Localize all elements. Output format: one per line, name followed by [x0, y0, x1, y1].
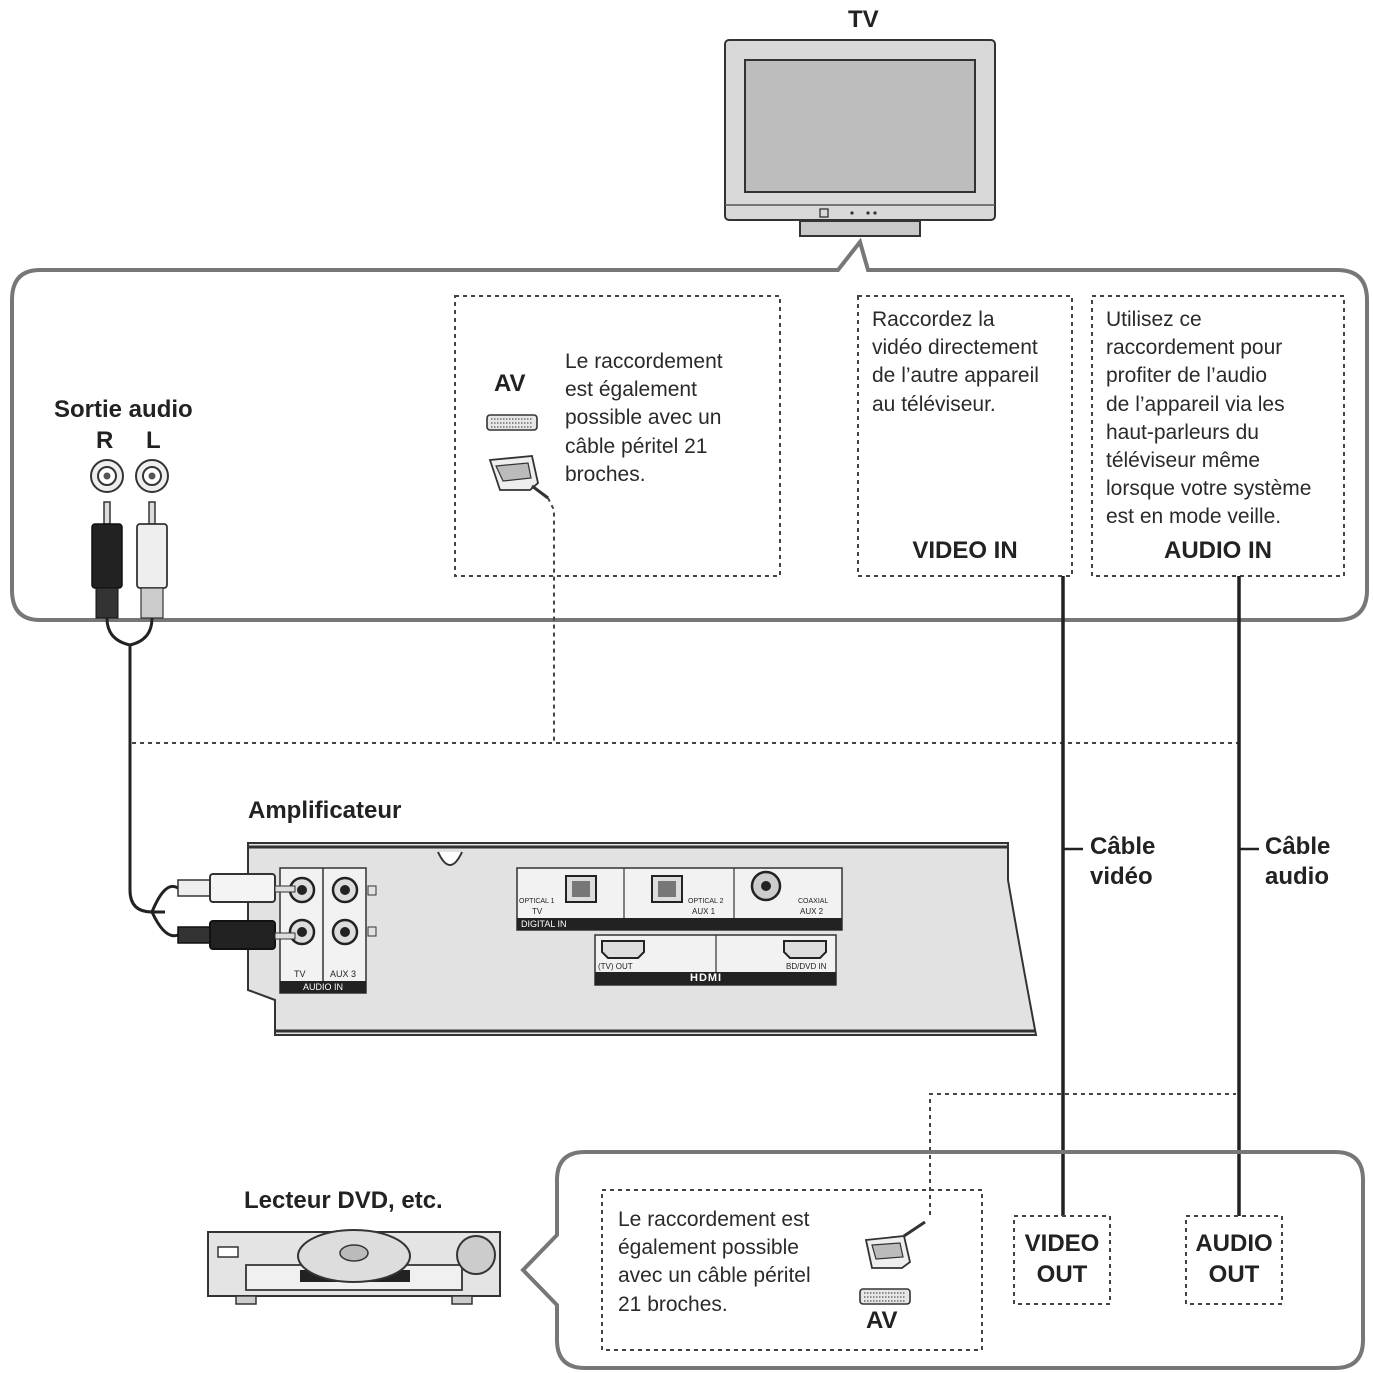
amplifier-icon — [177, 842, 1038, 1036]
av-label: AV — [494, 370, 526, 397]
aux1-label: AUX 1 — [692, 907, 716, 916]
video-in-label: VIDEO IN — [912, 537, 1018, 564]
rca-plug-white-icon — [136, 501, 168, 619]
amplifier-label: Amplificateur — [248, 797, 402, 824]
dvd-scart-plug-icon — [864, 1220, 926, 1269]
dvd-player-label: Lecteur DVD, etc. — [244, 1187, 443, 1214]
scart-dotted-link — [547, 497, 555, 743]
dvd-av-label: AV — [866, 1307, 898, 1334]
audio-in-label: AUDIO IN — [1164, 537, 1272, 564]
aux2-label: AUX 2 — [800, 907, 824, 916]
audio-cable-label: Câble audio — [1265, 833, 1331, 890]
bd-dvd-in-label: BD/DVD IN — [786, 962, 827, 971]
optical1-label: OPTICAL 1 — [519, 898, 555, 905]
scart-plug-icon — [488, 455, 549, 500]
audio-out-box-outline — [1185, 1215, 1283, 1305]
rca-jack-r-icon — [90, 459, 124, 493]
scart-port-icon — [486, 414, 538, 431]
video-cable-label: Câble vidéo — [1090, 833, 1156, 890]
audio-aux3-label: AUX 3 — [330, 969, 357, 979]
video-out-box-outline — [1013, 1215, 1111, 1305]
av-box-text: Le raccordement est également possible a… — [565, 350, 723, 486]
audio-out-label: AUDIO OUT — [1195, 1230, 1273, 1288]
tv-panel-outline — [10, 237, 1369, 622]
dvd-scart-dotted-link — [929, 1093, 1236, 1215]
dvd-scart-box-outline — [601, 1189, 983, 1351]
tv-label: TV — [848, 6, 879, 33]
digital-in-label: DIGITAL IN — [521, 919, 567, 929]
dvd-panel-outline — [520, 1150, 1365, 1370]
optical2-label: OPTICAL 2 — [688, 898, 724, 905]
audio-output-l-label: L — [146, 427, 161, 454]
tv-digital-label: TV — [532, 907, 543, 916]
rca-jack-l-icon — [135, 459, 169, 493]
tv-out-label: (TV) OUT — [598, 962, 633, 971]
video-in-box-outline — [857, 295, 1073, 577]
audio-output-r-label: R — [96, 427, 114, 454]
dvd-scart-text: Le raccordement est également possible a… — [618, 1208, 811, 1316]
tv-icon — [724, 39, 996, 237]
coaxial-label: COAXIAL — [798, 898, 829, 905]
rca-plug-red-icon — [91, 501, 123, 619]
av-box-outline — [454, 295, 781, 577]
audio-output-cable — [105, 617, 179, 938]
hdmi-label: HDMI — [690, 972, 723, 984]
audio-output-title: Sortie audio — [54, 396, 193, 423]
dvd-scart-port-icon — [859, 1288, 911, 1305]
dvd-player-icon — [207, 1229, 501, 1305]
video-in-description: Raccordez la vidéo directement de l’autr… — [872, 308, 1039, 416]
audio-tv-label: TV — [294, 969, 306, 979]
audio-in-description: Utilisez ce raccordement pour profiter d… — [1106, 308, 1312, 529]
audio-in-box-outline — [1091, 295, 1345, 577]
audio-in-panel-label: AUDIO IN — [303, 982, 344, 992]
video-out-label: VIDEO OUT — [1024, 1230, 1100, 1288]
